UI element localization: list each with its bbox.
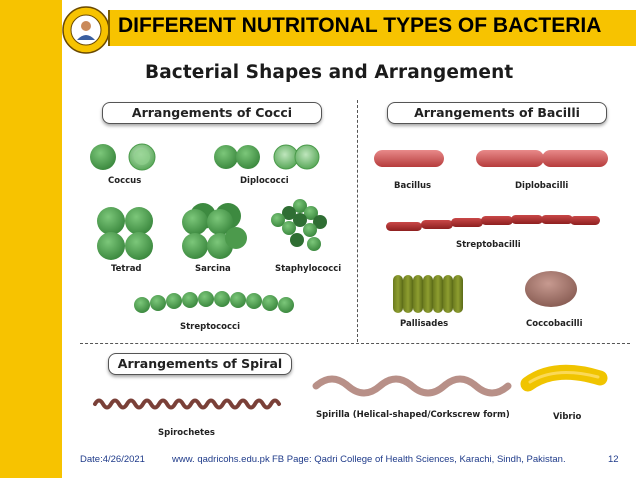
section-bacilli-header: Arrangements of Bacilli <box>387 102 607 124</box>
streptobacilli-shape <box>386 215 600 231</box>
coccus-shape <box>90 143 156 171</box>
slide-subtitle: Bacterial Shapes and Arrangement <box>145 62 514 83</box>
label-spirochetes: Spirochetes <box>158 428 215 438</box>
label-pallisades: Pallisades <box>400 319 449 329</box>
section-spiral-header: Arrangements of Spiral <box>108 353 292 375</box>
spirochetes-shape <box>93 398 281 410</box>
label-staphylococci: Staphylococci <box>275 264 342 274</box>
footer-date: Date:4/26/2021 <box>80 454 145 465</box>
footer-page-number: 12 <box>608 454 619 465</box>
streptococci-shape <box>134 291 294 313</box>
label-sarcina: Sarcina <box>195 264 231 274</box>
footer-website: www. qadricohs.edu.pk <box>172 454 270 465</box>
label-streptobacilli: Streptobacilli <box>456 240 521 250</box>
title-banner <box>108 10 636 46</box>
diplococci-shape <box>214 144 320 170</box>
label-coccobacilli: Coccobacilli <box>526 319 583 329</box>
label-diplobacilli: Diplobacilli <box>515 181 569 191</box>
left-accent-bar <box>0 0 62 478</box>
staphylococci-shape <box>271 199 327 251</box>
sarcina-shape <box>182 203 247 259</box>
label-spirilla: Spirilla (Helical-shaped/Corkscrew form) <box>316 410 510 420</box>
label-bacillus: Bacillus <box>394 181 432 191</box>
vertical-divider <box>357 100 358 342</box>
pallisades-shape <box>393 275 463 313</box>
label-coccus: Coccus <box>108 176 142 186</box>
diplobacilli-shape <box>476 150 608 167</box>
section-cocci-header: Arrangements of Cocci <box>102 102 322 124</box>
label-diplococci: Diplococci <box>240 176 289 186</box>
footer-fb-page: FB Page: Qadri College of Health Science… <box>272 454 566 465</box>
bacillus-shape <box>374 150 444 167</box>
coccobacilli-shape <box>525 271 577 307</box>
label-vibrio: Vibrio <box>553 412 582 422</box>
label-streptococci: Streptococci <box>180 322 240 332</box>
label-tetrad: Tetrad <box>111 264 142 274</box>
horizontal-divider <box>80 343 630 344</box>
spirilla-shape <box>312 375 512 397</box>
tetrad-shape <box>97 207 153 260</box>
slide-title: DIFFERENT NUTRITONAL TYPES OF BACTERIA <box>118 14 602 37</box>
